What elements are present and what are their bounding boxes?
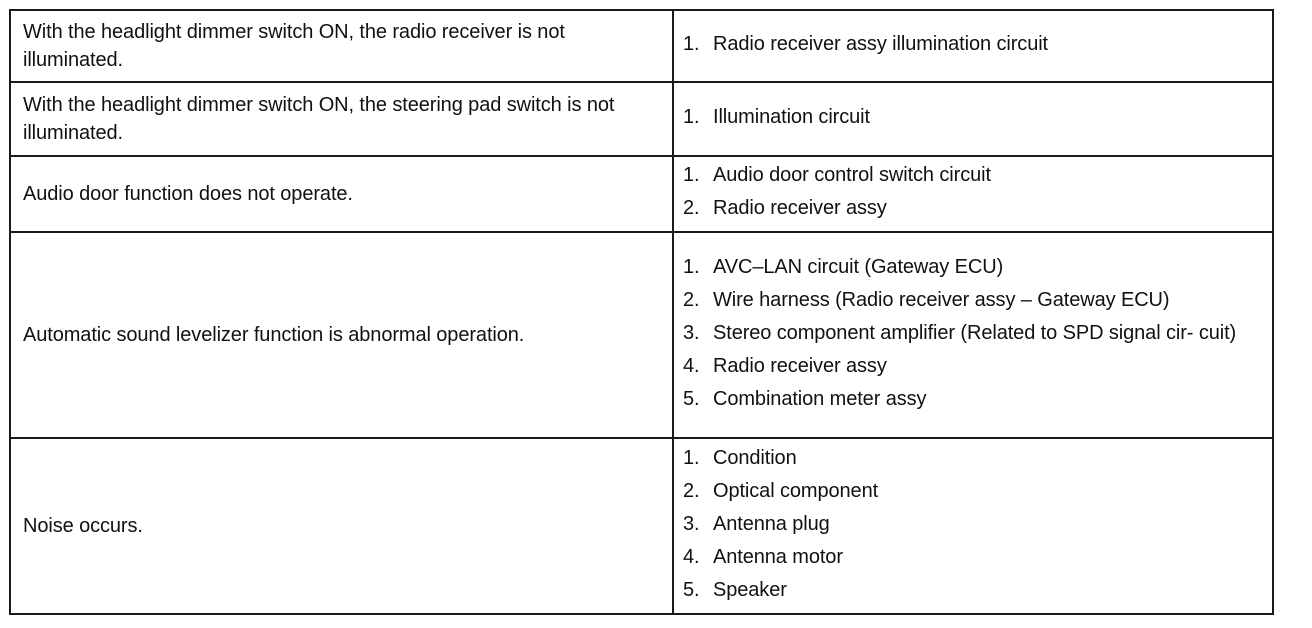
cause-item: 1. AVC–LAN circuit (Gateway ECU) <box>683 253 1262 286</box>
cause-number: 3. <box>683 321 700 344</box>
symptom-text: Automatic sound levelizer function is ab… <box>23 323 525 346</box>
cause-number: 1. <box>683 32 700 55</box>
cause-item: 1. Audio door control switch circuit <box>683 161 1262 194</box>
causes-cell: 1. AVC–LAN circuit (Gateway ECU) 2. Wire… <box>672 231 1274 439</box>
symptom-text: With the headlight dimmer switch ON, the… <box>23 93 615 144</box>
troubleshooting-table: With the headlight dimmer switch ON, the… <box>9 9 1274 615</box>
cause-text: Wire harness (Radio receiver assy – Gate… <box>713 288 1170 311</box>
symptom-text: With the headlight dimmer switch ON, the… <box>23 20 565 71</box>
table-row: Audio door function does not operate. 1.… <box>9 155 1274 233</box>
symptom-cell: With the headlight dimmer switch ON, the… <box>9 9 674 83</box>
cause-text: Speaker <box>713 578 787 601</box>
symptom-cell: With the headlight dimmer switch ON, the… <box>9 81 674 157</box>
cause-number: 2. <box>683 288 700 311</box>
cause-text: Antenna motor <box>713 545 843 568</box>
cause-text: Audio door control switch circuit <box>713 164 991 186</box>
cause-item: 2. Radio receiver assy <box>683 194 1262 227</box>
cause-item: 1. Radio receiver assy illumination circ… <box>683 30 1262 63</box>
cause-text: Radio receiver assy <box>713 197 887 219</box>
cause-item: 1. Illumination circuit <box>683 103 1262 136</box>
causes-cell: 1. Illumination circuit <box>672 81 1274 157</box>
cause-item: 5. Combination meter assy <box>683 385 1262 418</box>
table-row: Automatic sound levelizer function is ab… <box>9 231 1274 439</box>
cause-number: 5. <box>683 578 700 601</box>
cause-number: 1. <box>683 255 700 278</box>
causes-cell: 1. Condition 2. Optical component 3. Ant… <box>672 437 1274 615</box>
cause-text: Condition <box>713 446 797 469</box>
cause-number: 2. <box>683 197 700 219</box>
symptom-text: Noise occurs. <box>23 514 143 537</box>
cause-item: 2. Wire harness (Radio receiver assy – G… <box>683 286 1262 319</box>
symptom-cell: Audio door function does not operate. <box>9 155 674 233</box>
table-row: With the headlight dimmer switch ON, the… <box>9 9 1274 83</box>
cause-number: 4. <box>683 354 700 377</box>
cause-number: 2. <box>683 479 700 502</box>
table-row: With the headlight dimmer switch ON, the… <box>9 81 1274 157</box>
causes-cell: 1. Audio door control switch circuit 2. … <box>672 155 1274 233</box>
cause-item: 3. Antenna plug <box>683 510 1262 543</box>
cause-item: 4. Radio receiver assy <box>683 352 1262 385</box>
cause-text: Stereo component amplifier (Related to S… <box>713 321 1237 344</box>
cause-number: 1. <box>683 446 700 469</box>
cause-number: 3. <box>683 512 700 535</box>
cause-item: 5. Speaker <box>683 576 1262 609</box>
cause-text: Optical component <box>713 479 879 502</box>
symptom-text: Audio door function does not operate. <box>23 182 353 205</box>
cause-text: AVC–LAN circuit (Gateway ECU) <box>713 255 1004 278</box>
cause-number: 1. <box>683 164 700 186</box>
table-row: Noise occurs. 1. Condition 2. Optical co… <box>9 437 1274 615</box>
cause-item: 2. Optical component <box>683 477 1262 510</box>
cause-number: 1. <box>683 105 700 128</box>
symptom-cell: Automatic sound levelizer function is ab… <box>9 231 674 439</box>
cause-number: 4. <box>683 545 700 568</box>
symptom-cell: Noise occurs. <box>9 437 674 615</box>
cause-text: Combination meter assy <box>713 387 927 410</box>
cause-text: Illumination circuit <box>713 105 870 128</box>
cause-text: Antenna plug <box>713 512 830 535</box>
cause-item: 3. Stereo component amplifier (Related t… <box>683 319 1262 352</box>
cause-item: 1. Condition <box>683 444 1262 477</box>
cause-number: 5. <box>683 387 700 410</box>
causes-cell: 1. Radio receiver assy illumination circ… <box>672 9 1274 83</box>
cause-text: Radio receiver assy <box>713 354 887 377</box>
cause-text: Radio receiver assy illumination circuit <box>713 32 1049 55</box>
cause-item: 4. Antenna motor <box>683 543 1262 576</box>
